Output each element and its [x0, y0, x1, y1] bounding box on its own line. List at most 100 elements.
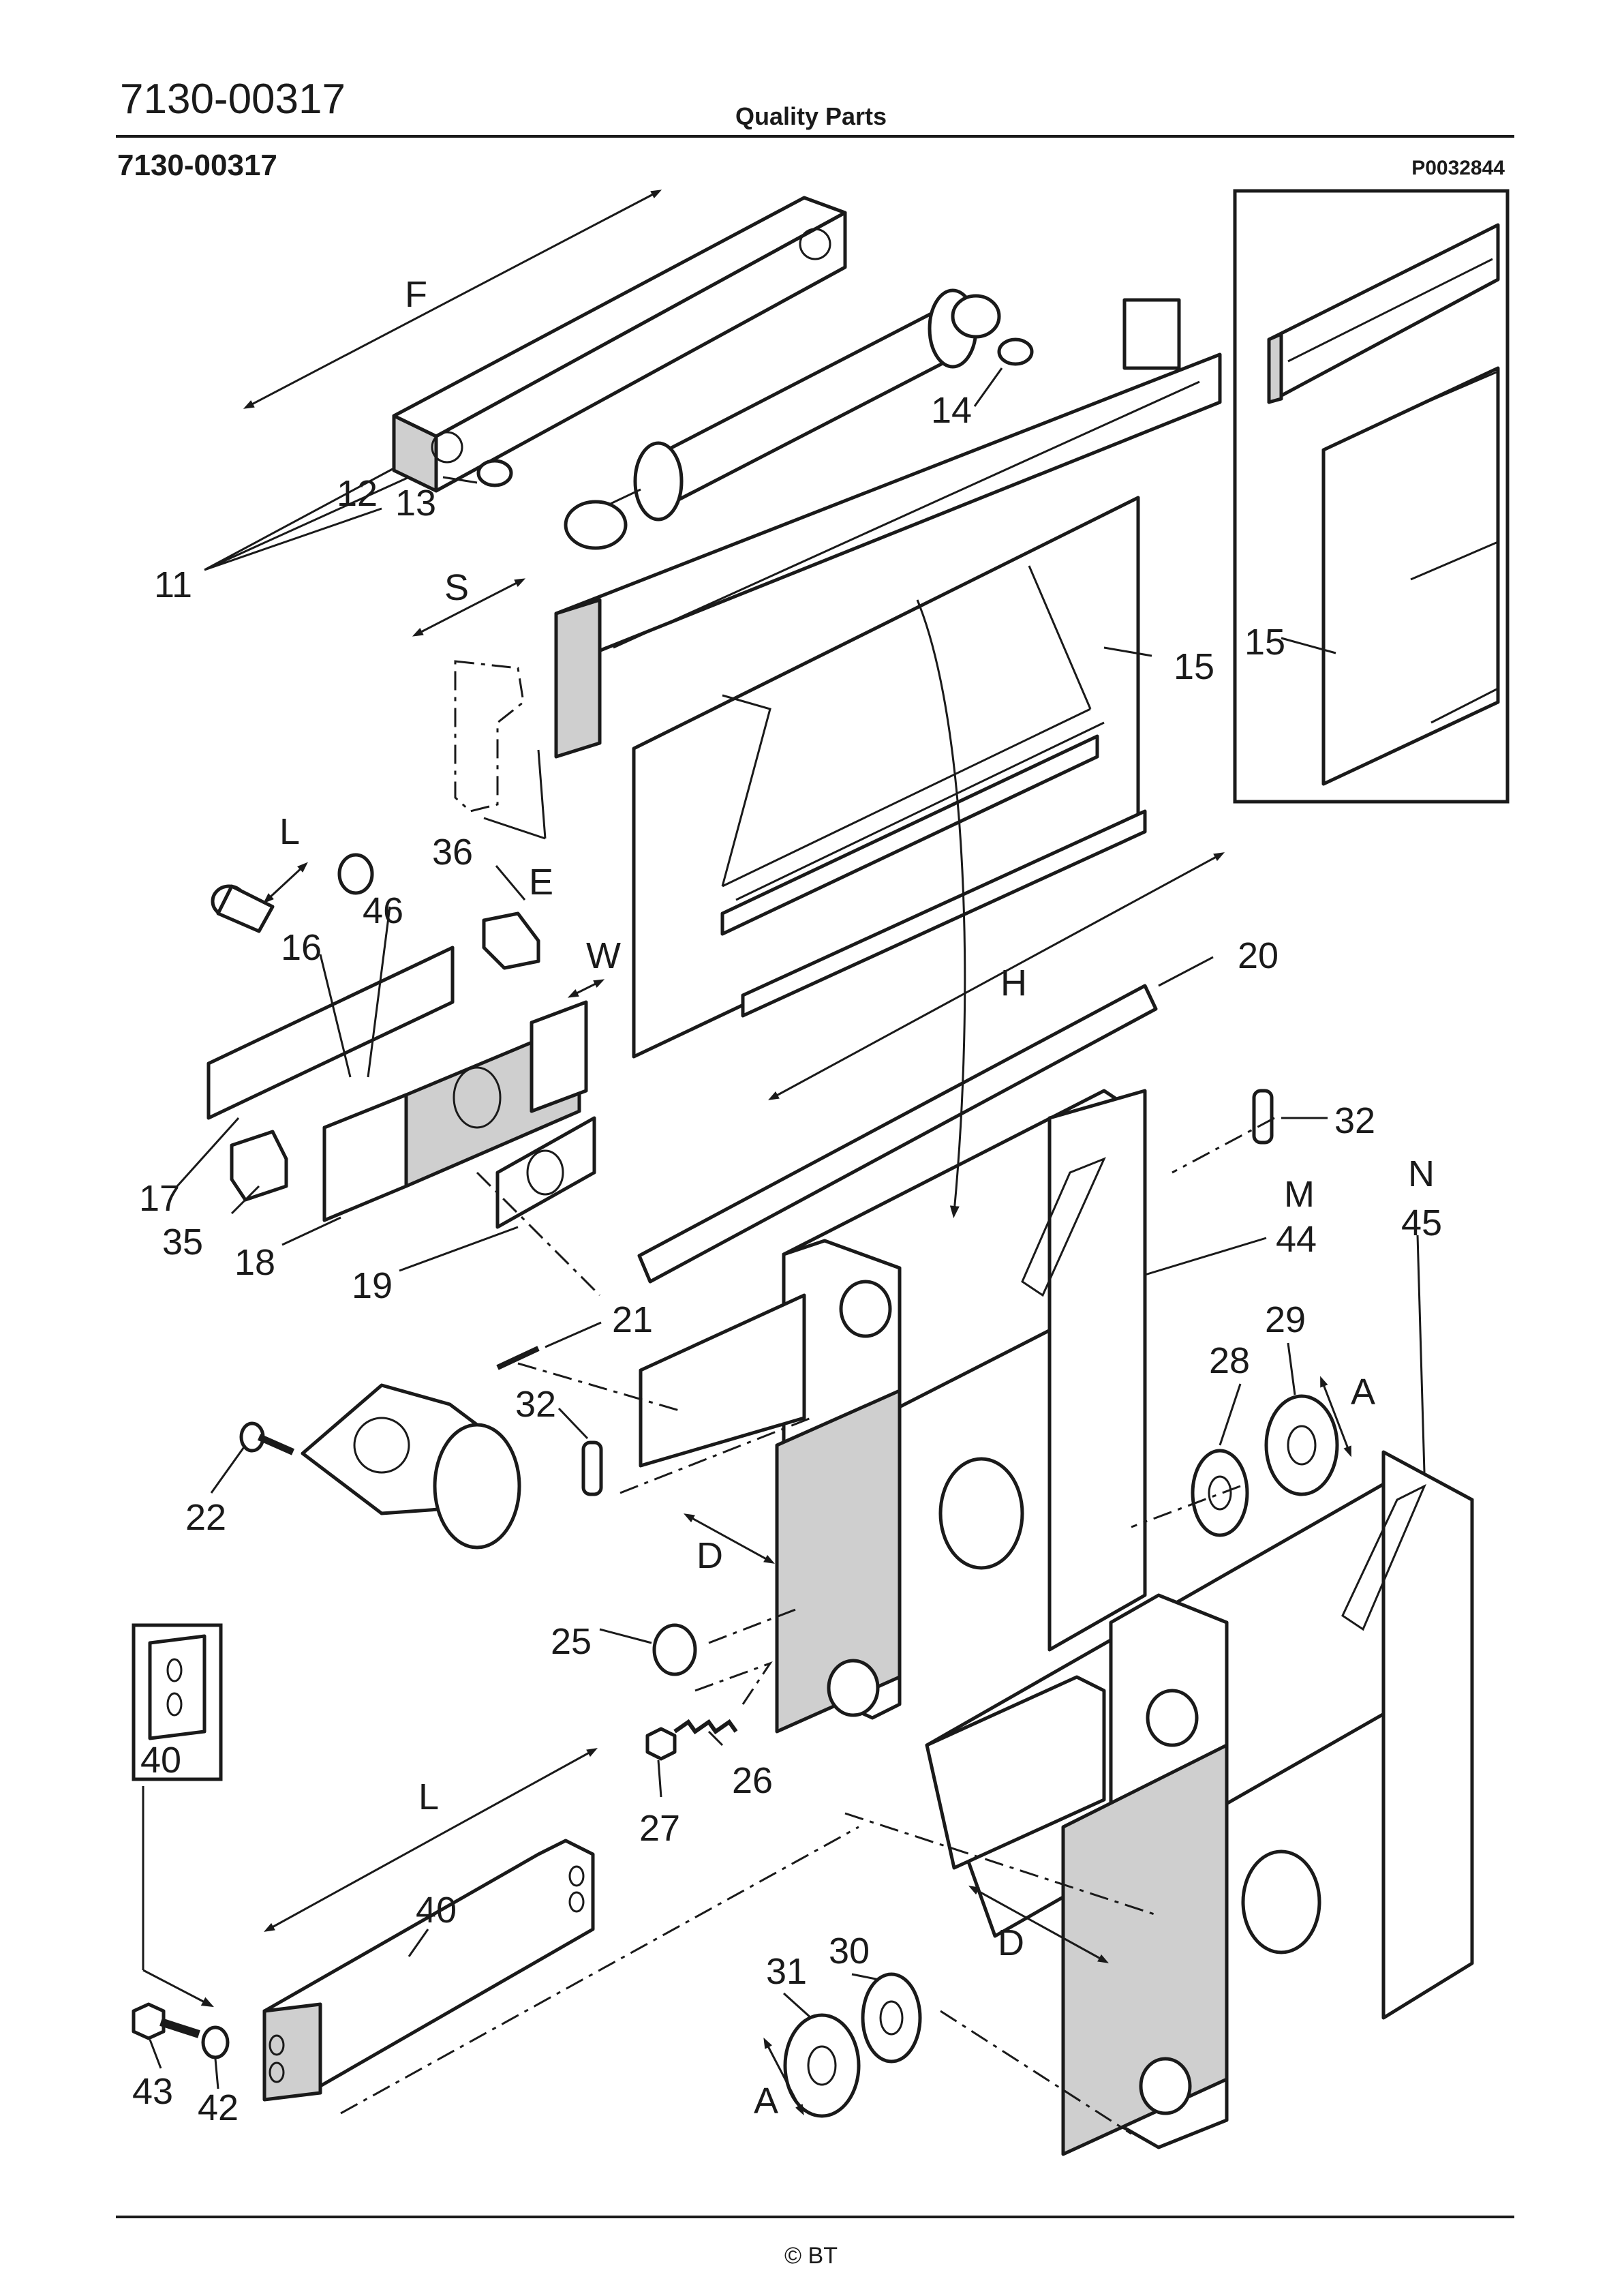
motor-unit	[301, 1383, 521, 1550]
part-22-screw	[239, 1421, 295, 1455]
part-27-nut	[645, 1727, 677, 1761]
part-21-pin	[496, 1346, 540, 1370]
leader-14	[973, 367, 1003, 407]
leader-22	[210, 1445, 247, 1494]
leader-17	[176, 1117, 240, 1188]
callout-35: 35	[162, 1222, 203, 1263]
leader-43	[149, 2039, 162, 2069]
leader-44	[1144, 1237, 1267, 1276]
dimension-f-label: F	[405, 274, 427, 315]
callout-27: 27	[639, 1808, 680, 1849]
part-43-bolt	[132, 2002, 200, 2040]
callout-29: 29	[1265, 1299, 1306, 1340]
leader-27	[657, 1759, 662, 1798]
dimension-w-label: W	[586, 935, 621, 976]
part-15-carriage-frame	[554, 298, 1222, 1059]
leader-e	[483, 749, 547, 840]
leader-46	[367, 906, 391, 1078]
dimension-a-upper-line	[1320, 1376, 1351, 1457]
callout-15-inset: 15	[1244, 622, 1285, 663]
inset-part-40-box	[132, 1623, 223, 1781]
callout-26: 26	[732, 1760, 773, 1801]
footer-rule	[116, 2216, 1514, 2218]
callout-44: 44	[1276, 1219, 1317, 1260]
leader-26	[707, 1730, 724, 1747]
dimension-l-lower-label: L	[418, 1777, 439, 1817]
callout-40: 40	[416, 1890, 457, 1931]
callout-21: 21	[612, 1299, 653, 1340]
callout-15: 15	[1174, 646, 1214, 687]
callout-16: 16	[281, 927, 322, 968]
part-28-roller	[1191, 1449, 1249, 1537]
leader-11	[204, 468, 410, 571]
part-45-frame-n	[925, 1450, 1474, 2156]
dimension-d-lower-line	[968, 1886, 1110, 1963]
dimension-d-upper-label: D	[697, 1535, 723, 1576]
part-14-ring	[997, 337, 1034, 366]
leader-30	[851, 1973, 880, 1981]
part-29-roller	[1264, 1394, 1339, 1496]
dimension-a-lower-label: A	[754, 2081, 778, 2121]
callout-11: 11	[154, 564, 192, 605]
callout-36: 36	[432, 832, 473, 873]
dimension-e-label: E	[529, 862, 553, 903]
part-26-spring	[673, 1719, 738, 1735]
leader-13	[442, 476, 478, 484]
part-35-clip	[230, 1130, 288, 1202]
dimension-l-upper-label: L	[279, 811, 300, 852]
leader-19	[399, 1226, 519, 1272]
inset-part-40	[148, 1634, 206, 1740]
leader-32-lower	[557, 1407, 589, 1440]
leader-36	[495, 865, 526, 901]
inset-40-arrow	[142, 1969, 214, 2008]
leader-40	[408, 1929, 429, 1957]
header-rule	[116, 135, 1514, 138]
dimension-s-line	[412, 578, 526, 637]
leader-15	[1103, 646, 1152, 657]
drawing-reference: P0032844	[1411, 157, 1505, 179]
leader-16	[319, 954, 352, 1078]
part-18-block	[322, 1000, 588, 1222]
part-pin-l	[211, 884, 275, 933]
callout-25: 25	[551, 1621, 592, 1662]
callout-46: 46	[363, 890, 403, 931]
dimension-n-label: N	[1408, 1153, 1435, 1194]
dimension-l-upper-line	[263, 862, 308, 904]
leader-18	[281, 1216, 341, 1246]
document-title: Quality Parts	[735, 102, 887, 130]
part-17-plate	[206, 946, 455, 1120]
dimension-d-upper-line	[683, 1513, 776, 1564]
assembly-axis-lines	[340, 1117, 1275, 2135]
inset-fork-frame	[1267, 223, 1500, 786]
dimension-h-line	[767, 852, 1225, 1100]
hydraulic-cylinder	[564, 288, 1001, 550]
leader-15-inset	[1281, 637, 1336, 654]
callout-17: 17	[139, 1178, 180, 1219]
callout-12: 12	[337, 473, 378, 514]
dimension-d-lower-label: D	[998, 1922, 1024, 1963]
callout-31: 31	[766, 1951, 807, 1992]
dimension-w-line	[567, 979, 605, 998]
part-13-ring	[476, 459, 513, 487]
dimension-m-label: M	[1284, 1174, 1315, 1215]
inset-detail-box	[1233, 189, 1510, 804]
leader-28	[1219, 1383, 1242, 1446]
copyright: © BT	[784, 2243, 838, 2269]
callout-32-lower: 32	[515, 1384, 556, 1425]
leader-21	[545, 1321, 602, 1348]
callout-13: 13	[395, 483, 436, 524]
callout-30: 30	[829, 1931, 870, 1972]
assembly-code: 7130-00317	[117, 149, 277, 182]
callout-43: 43	[132, 2071, 173, 2112]
leader-25	[599, 1628, 652, 1644]
part-44-frame-m	[639, 1089, 1147, 1734]
callout-18: 18	[234, 1242, 275, 1283]
callout-19: 19	[352, 1265, 393, 1306]
callout-28: 28	[1209, 1340, 1250, 1381]
dimension-h-label: H	[1000, 963, 1027, 1003]
leader-35	[230, 1185, 260, 1215]
callout-20: 20	[1238, 935, 1279, 976]
callout-32-upper: 32	[1334, 1100, 1375, 1141]
document-code: 7130-00317	[120, 76, 346, 123]
